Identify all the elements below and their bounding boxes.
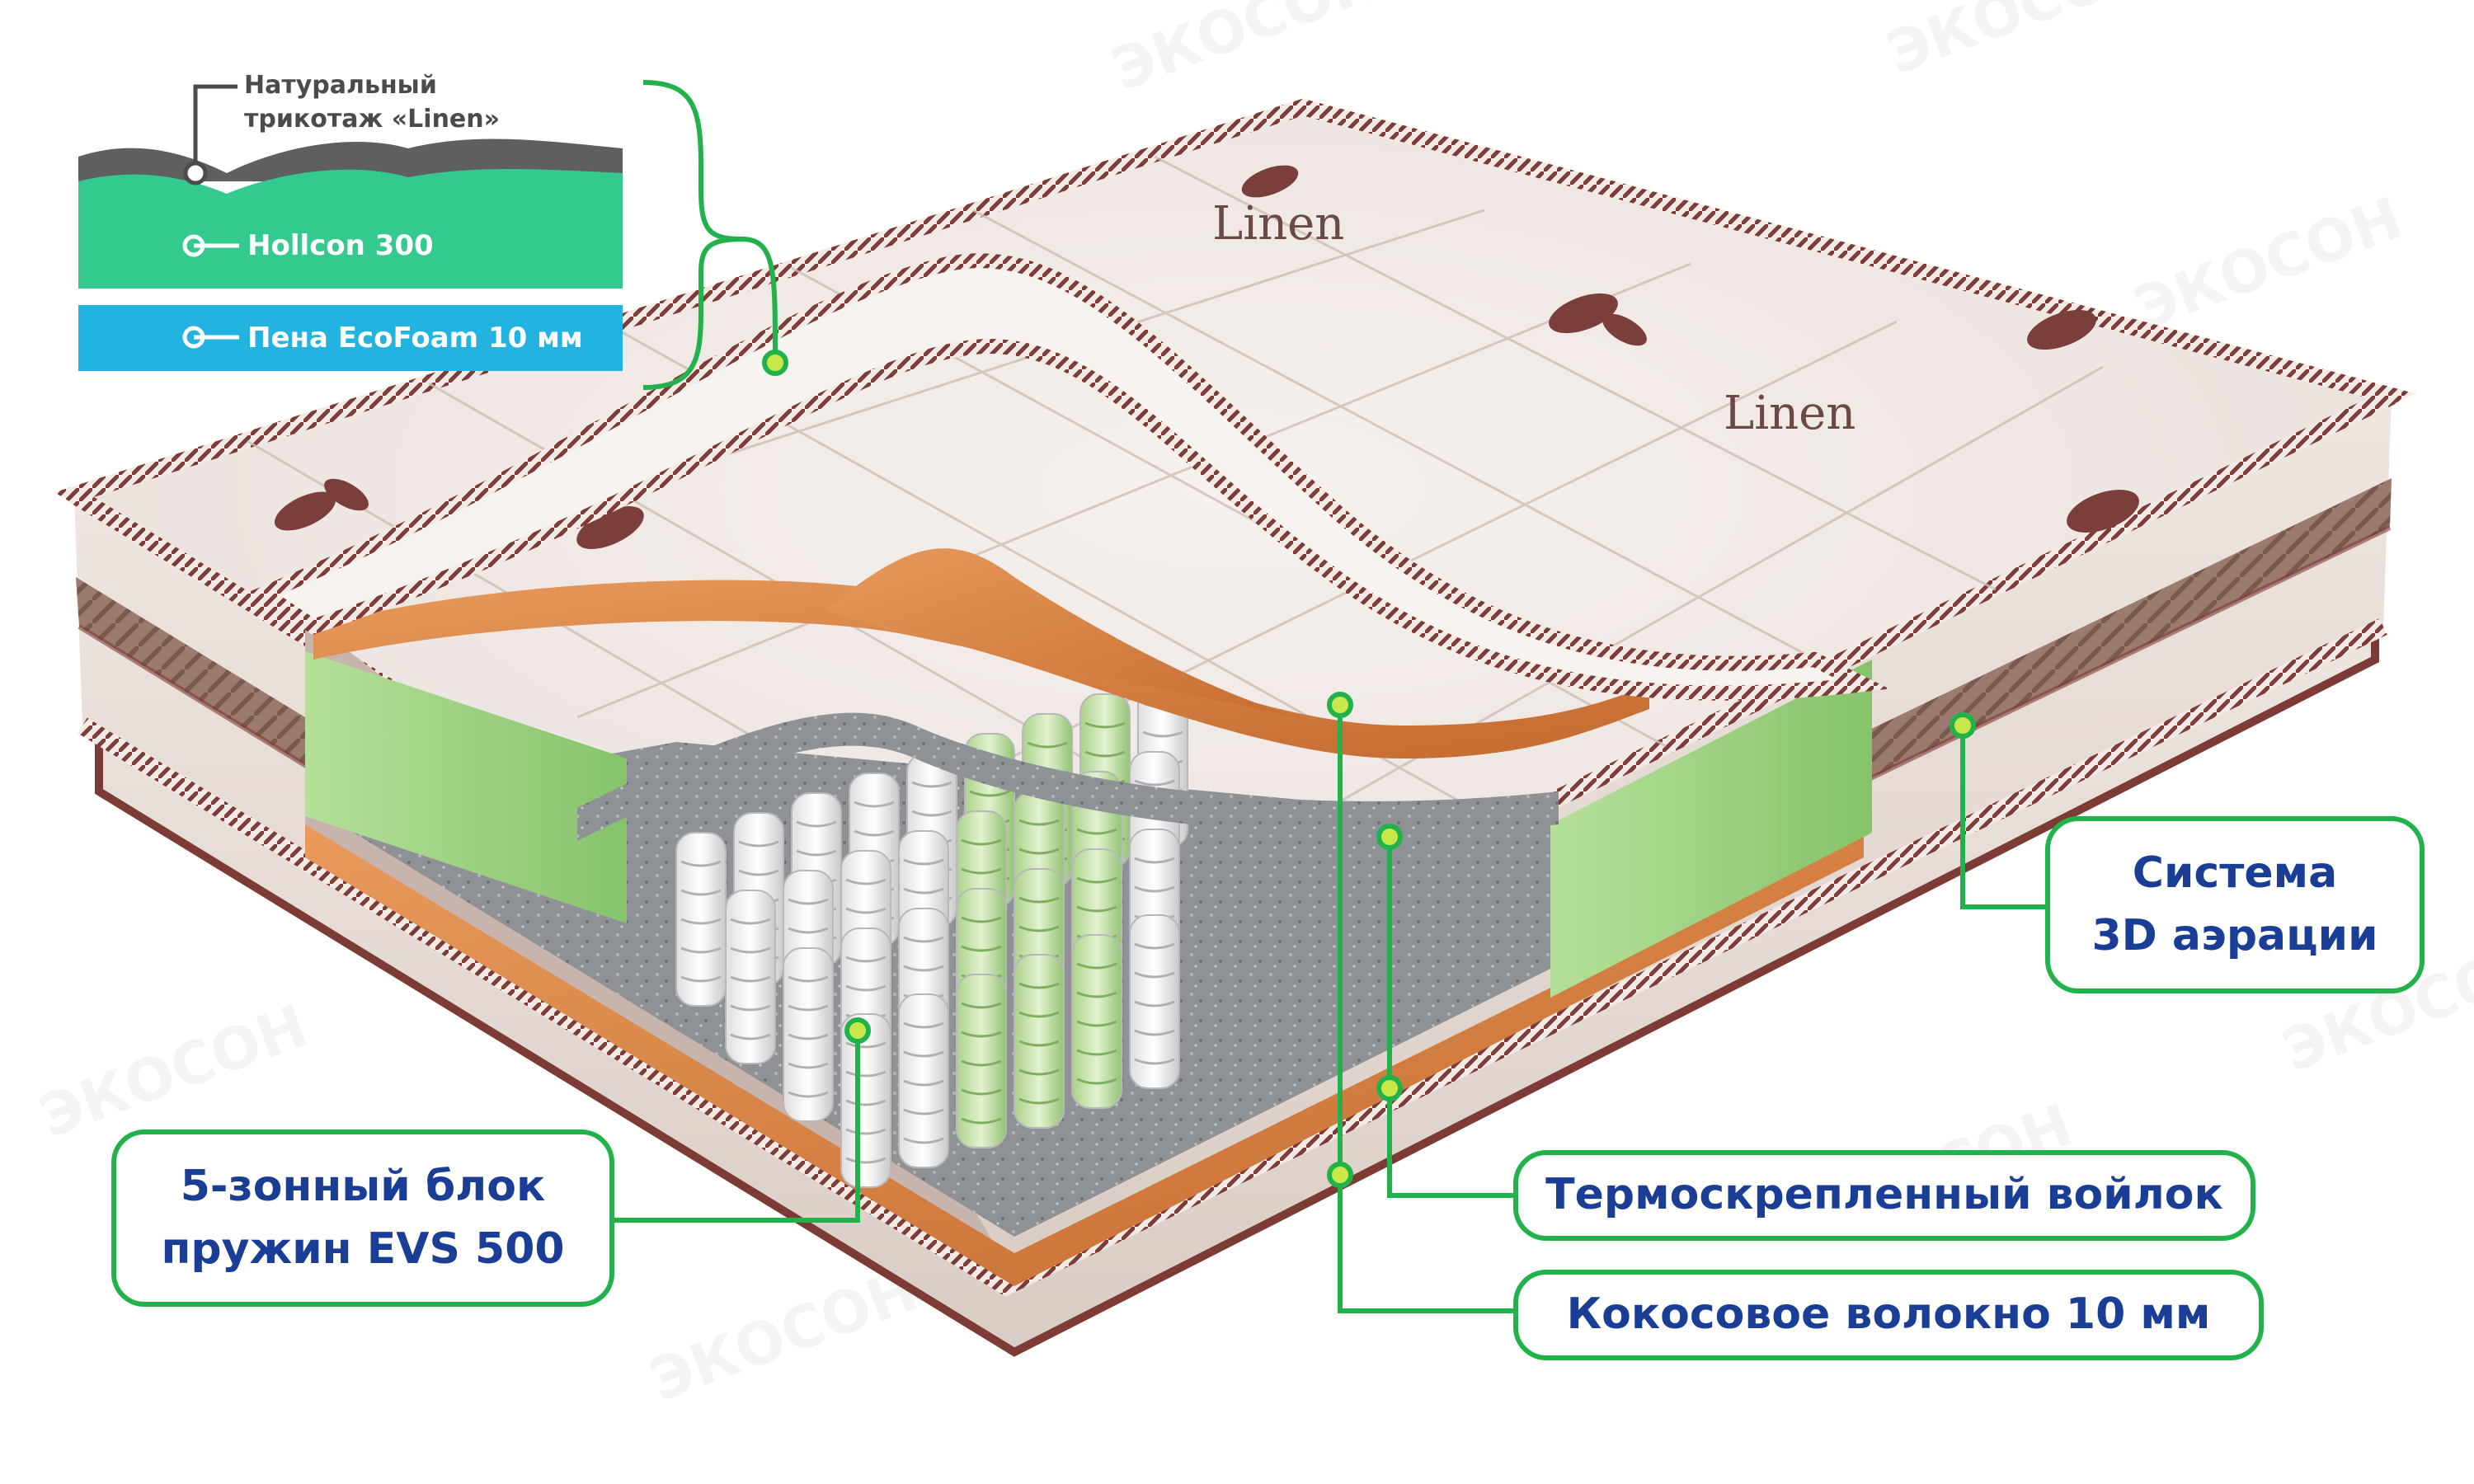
svg-text:ЭКОСОН: ЭКОСОН [642,1256,926,1415]
spring-block [675,674,1188,1188]
pocket-spring [1014,954,1065,1129]
pocket-spring [1071,934,1122,1109]
springs-line2: пружин EVS 500 [161,1223,565,1274]
pocket-spring [898,993,949,1168]
svg-text:ЭКОСОН: ЭКОСОН [1879,0,2163,87]
pocket-spring [725,890,776,1064]
svg-text:Linen: Linen [1724,387,1856,440]
coconut-lump [825,548,1336,726]
ecofoam-label: Пена EcoFoam 10 мм [247,322,583,355]
pocket-spring [840,1013,891,1188]
ecofoam-layer [78,305,623,371]
hollcon-layer [78,169,623,289]
fabric-label: Натуральный трикотаж «Linen» [244,71,501,134]
svg-text:ЭКОСОН: ЭКОСОН [31,992,316,1151]
layers-legend-graphic [78,139,623,371]
cover-prints: Linen Linen [274,165,2139,549]
svg-text:ЭКОСОН: ЭКОСОН [1103,0,1388,104]
foam-block-right [1550,660,1872,998]
callout-springs: 5-зонный блок пружин EVS 500 [111,1129,614,1307]
svg-text:Linen: Linen [1212,197,1344,251]
pocket-spring [956,974,1007,1148]
springs-line1: 5-зонный блок [180,1162,546,1212]
aeration-line2: 3D аэрации [2091,910,2378,960]
felt-layer-top [577,712,1559,841]
folded-cover [248,253,1890,701]
aeration-line1: Система [2132,848,2338,899]
foam-block-left [305,651,627,923]
piping-bottom [78,618,2387,1297]
pocket-spring [783,947,834,1122]
felt-text: Термоскрепленный войлок [1545,1170,2223,1220]
pocket-spring [675,832,727,1007]
callout-aeration: Система 3D аэрации [2045,816,2425,993]
callout-felt: Термоскрепленный войлок [1513,1150,2255,1241]
svg-text:ЭКОСОН: ЭКОСОН [2126,184,2411,343]
callout-coconut: Кокосовое волокно 10 мм [1513,1270,2264,1360]
hollcon-label: Hollcon 300 [247,229,434,262]
pocket-spring [1129,914,1180,1089]
coconut-text: Кокосовое волокно 10 мм [1566,1289,2211,1340]
